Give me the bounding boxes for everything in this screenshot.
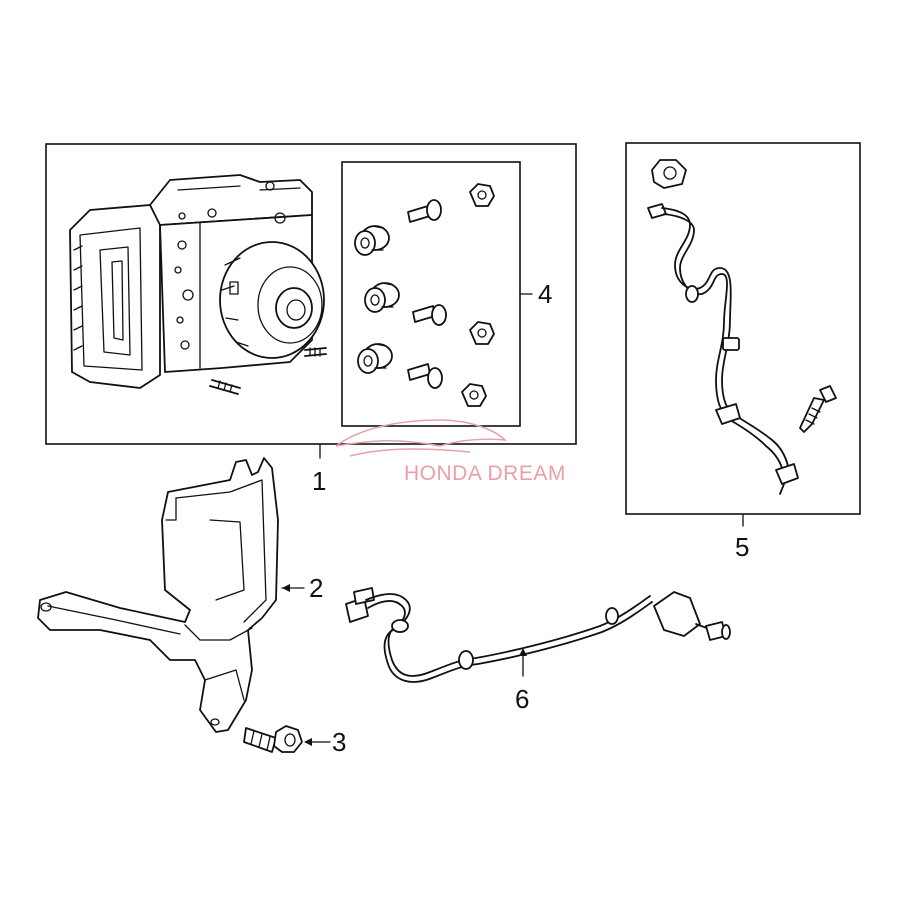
- mounting-bolt-2[interactable]: [412, 304, 447, 326]
- callout-2-arrow: [282, 584, 290, 592]
- flange-nut-3[interactable]: [461, 383, 487, 407]
- bracket-bolt[interactable]: [243, 725, 303, 753]
- callout-4-label: 4: [538, 279, 552, 309]
- mounting-bolt-3[interactable]: [407, 363, 443, 389]
- callout-5-label: 5: [735, 532, 749, 562]
- rubber-grommet-3[interactable]: [357, 343, 393, 374]
- sensor-assembly-frame: [625, 142, 861, 515]
- abs-assembly-group: 4 1: [45, 143, 577, 496]
- rubber-grommet-2[interactable]: [364, 282, 400, 313]
- callout-6-label: 6: [515, 684, 529, 714]
- abs-modulator-unit[interactable]: [69, 174, 327, 395]
- callout-3-label: 3: [332, 727, 346, 757]
- sensor-nut[interactable]: [651, 159, 687, 189]
- mounting-bolt-1[interactable]: [407, 199, 442, 223]
- sensor-assembly-group: 5: [625, 142, 861, 562]
- rubber-grommet-1[interactable]: [354, 225, 390, 256]
- callout-2-label: 2: [309, 573, 323, 603]
- watermark-text: HONDA DREAM: [404, 462, 566, 485]
- flange-nut-1[interactable]: [469, 183, 495, 207]
- abs-assembly-frame: [45, 143, 577, 445]
- abs-mounting-bracket[interactable]: [37, 457, 279, 733]
- watermark-logo: HONDA DREAM: [335, 419, 566, 485]
- callout-3-arrow: [304, 738, 312, 746]
- wheel-speed-sensor-harness[interactable]: [647, 203, 799, 495]
- flange-nut-2[interactable]: [469, 321, 495, 345]
- sensor-bolt[interactable]: [799, 385, 837, 433]
- callout-6-arrow: [519, 648, 527, 656]
- callout-1-label: 1: [312, 466, 326, 496]
- abs-wire-harness[interactable]: [345, 587, 731, 683]
